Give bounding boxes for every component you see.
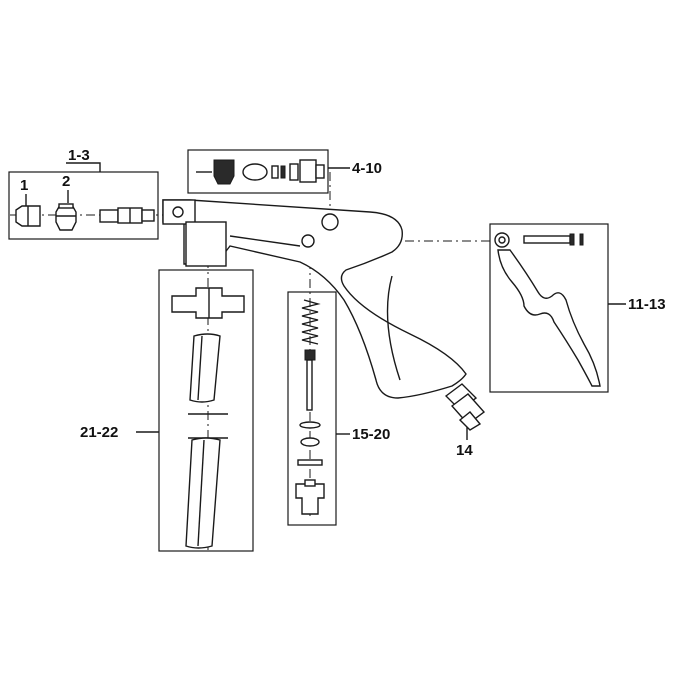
callout-2: 2 xyxy=(62,173,70,190)
parts-4-10-valve-set xyxy=(196,159,325,185)
callout-4-10: 4-10 xyxy=(352,160,382,177)
callout-15-20: 15-20 xyxy=(352,426,390,443)
callout-1-3: 1-3 xyxy=(68,147,90,164)
frame-parts-4-10 xyxy=(187,149,329,194)
part-14-inlet-fitting xyxy=(444,383,486,431)
part-2-nut xyxy=(55,203,77,231)
frame-parts-11-13 xyxy=(489,223,609,393)
frame-parts-1-3 xyxy=(8,171,159,240)
parts-15-20-spring-valve xyxy=(295,299,325,515)
part-1-plug xyxy=(15,205,41,227)
gun-body xyxy=(162,199,467,399)
callout-11-13: 11-13 xyxy=(628,296,666,313)
part-3-connector xyxy=(99,207,155,224)
callout-21-22: 21-22 xyxy=(80,424,118,441)
parts-11-13-trigger xyxy=(494,232,601,387)
callout-1: 1 xyxy=(20,177,28,194)
frame-parts-15-20 xyxy=(287,291,337,526)
parts-21-22-nozzle-tube xyxy=(171,287,245,549)
frame-parts-21-22 xyxy=(158,269,254,552)
callout-14: 14 xyxy=(456,442,473,459)
